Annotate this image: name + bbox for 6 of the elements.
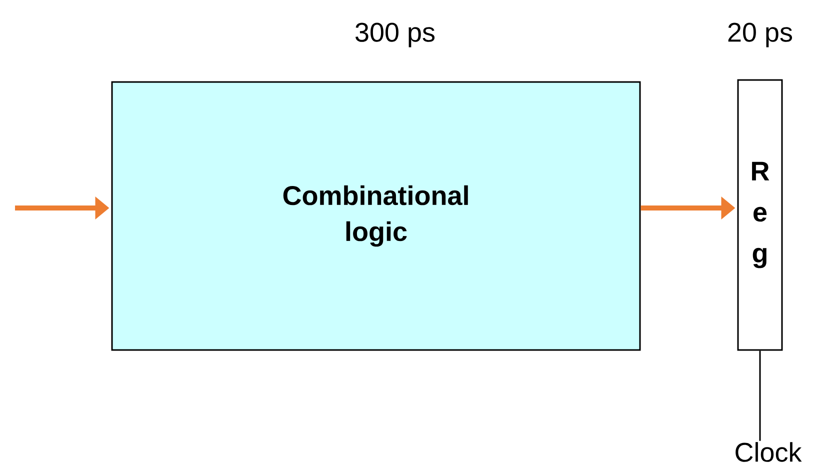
delay-label: 300 ps bbox=[356, 22, 435, 48]
register-box: R e g bbox=[737, 79, 783, 351]
clock-line bbox=[759, 350, 761, 441]
delay-label: 20 ps bbox=[728, 22, 792, 48]
clock-label: Clock bbox=[736, 442, 802, 462]
process-box: Combinational logic bbox=[111, 81, 641, 351]
